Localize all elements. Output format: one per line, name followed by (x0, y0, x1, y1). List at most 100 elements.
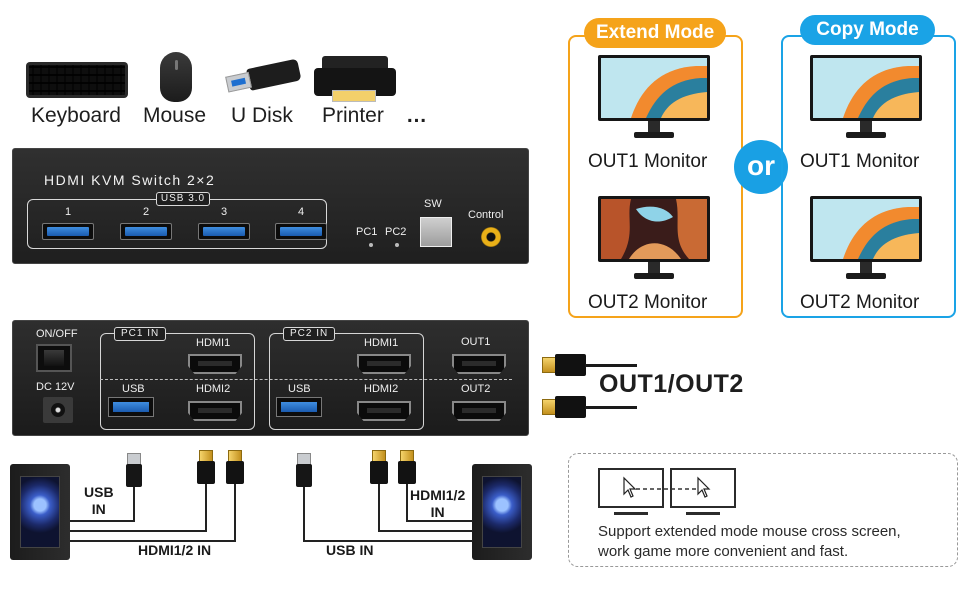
hdmi-in-bottom-label: HDMI1/2 IN (138, 542, 212, 558)
pc1-indicator-label: PC1 (356, 226, 378, 238)
wire (406, 484, 408, 521)
pc2-hdmi2-port (357, 401, 411, 421)
wire (70, 530, 207, 532)
wire (303, 540, 473, 542)
udisk-image (225, 58, 302, 96)
usb-port-4 (275, 223, 327, 240)
keyboard-image (26, 62, 128, 98)
out2-cable (585, 406, 637, 409)
usb-in-left-text: USB IN (84, 484, 114, 517)
pc1-hdmi2-label: HDMI2 (196, 383, 231, 395)
usb3-tag: USB 3.0 (156, 192, 210, 206)
out2-label: OUT2 (461, 383, 491, 395)
pc2-hdmi1-port (357, 354, 411, 374)
hdmi-in-right-label: HDMI1/2 IN (410, 487, 465, 521)
dc-label: DC 12V (36, 381, 75, 393)
pc2-hdmi1-label: HDMI1 (364, 337, 399, 349)
control-label: Control (468, 209, 504, 221)
wire (303, 487, 305, 541)
output-label: OUT1/OUT2 (599, 370, 744, 398)
port-number-1: 1 (64, 206, 72, 218)
wire (70, 540, 236, 542)
power-switch (36, 344, 72, 372)
wire (378, 484, 380, 531)
usb-port-2 (120, 223, 172, 240)
pc1-led (369, 243, 373, 247)
info-text: Support extended mode mouse cross screen… (598, 522, 901, 562)
pc2-usb-port (276, 397, 322, 417)
front-panel-title: HDMI KVM Switch 2×2 (44, 172, 216, 188)
pc1-usb-label: USB (122, 383, 145, 395)
udisk-label: U Disk (231, 104, 293, 127)
switch-label: SW (424, 198, 442, 210)
port-number-2: 2 (142, 206, 150, 218)
on-off-label: ON/OFF (36, 328, 78, 340)
or-badge: or (734, 140, 788, 194)
info-line-2: work game more convenient and fast. (598, 543, 849, 560)
usb-plug-left-icon (126, 453, 142, 487)
pc1-hdmi1-label: HDMI1 (196, 337, 231, 349)
more-ellipsis: … (406, 104, 429, 127)
hdmi-plug-left-1-icon (197, 450, 215, 484)
hdmi-plug-left-2-icon (226, 450, 244, 484)
pc2-tower-image (472, 464, 532, 560)
wire (234, 484, 236, 541)
hdmi-plug-right-1-icon (370, 450, 388, 484)
wire (133, 487, 135, 521)
mouse-cross-arrow-icon (623, 476, 711, 498)
dc-power-jack (43, 397, 73, 423)
pc1-input-group (100, 333, 255, 430)
extend-monitor-2-label: OUT2 Monitor (588, 292, 708, 313)
extend-mode-tag: Extend Mode (584, 18, 726, 48)
pc1-hdmi1-port (188, 354, 242, 374)
wire (205, 484, 207, 531)
wire (70, 520, 135, 522)
port-number-4: 4 (297, 206, 305, 218)
extend-monitor-1-image (598, 55, 710, 139)
kvm-back-panel (12, 320, 529, 436)
usb-in-bottom-label: USB IN (326, 542, 374, 558)
out1-cable (585, 364, 637, 367)
hdmi-in-right-text: HDMI1/2 IN (410, 487, 466, 520)
copy-monitor-1-image (810, 55, 922, 139)
pc2-in-tag: PC2 IN (283, 327, 336, 341)
copy-monitor-1-label: OUT1 Monitor (800, 151, 920, 172)
divider-line (100, 379, 512, 380)
port-number-3: 3 (220, 206, 228, 218)
wire (378, 530, 473, 532)
copy-mode-tag: Copy Mode (800, 15, 935, 45)
wire (406, 520, 473, 522)
cross-screen-info-box (568, 453, 958, 567)
control-jack (481, 227, 501, 247)
pc2-input-group (269, 333, 424, 430)
usb-plug-right-icon (296, 453, 312, 487)
pc1-in-tag: PC1 IN (114, 327, 167, 341)
pc1-usb-port (108, 397, 154, 417)
pc2-indicator-label: PC2 (385, 226, 407, 238)
mini-monitor-2-icon (670, 468, 736, 518)
switch-button (420, 217, 452, 247)
hdmi-cable-out1-icon (542, 354, 586, 376)
pc2-hdmi2-label: HDMI2 (364, 383, 399, 395)
mouse-label: Mouse (143, 104, 207, 127)
out2-port (452, 401, 506, 421)
mini-monitor-1-icon (598, 468, 664, 518)
keyboard-label: Keyboard (31, 104, 121, 127)
printer-label: Printer (322, 104, 384, 127)
usb-port-3 (198, 223, 250, 240)
hdmi-plug-right-2-icon (398, 450, 416, 484)
usb-port-1 (42, 223, 94, 240)
pc2-led (395, 243, 399, 247)
pc1-tower-image (10, 464, 70, 560)
out1-label: OUT1 (461, 336, 491, 348)
pc2-usb-label: USB (288, 383, 311, 395)
mouse-image (160, 52, 192, 102)
extend-monitor-2-image (598, 196, 710, 280)
hdmi-cable-out2-icon (542, 396, 586, 418)
copy-monitor-2-image (810, 196, 922, 280)
pc1-hdmi2-port (188, 401, 242, 421)
copy-monitor-2-label: OUT2 Monitor (800, 292, 920, 313)
out1-port (452, 354, 506, 374)
printer-image (314, 56, 396, 102)
usb-in-left-label: USB IN (84, 484, 114, 518)
